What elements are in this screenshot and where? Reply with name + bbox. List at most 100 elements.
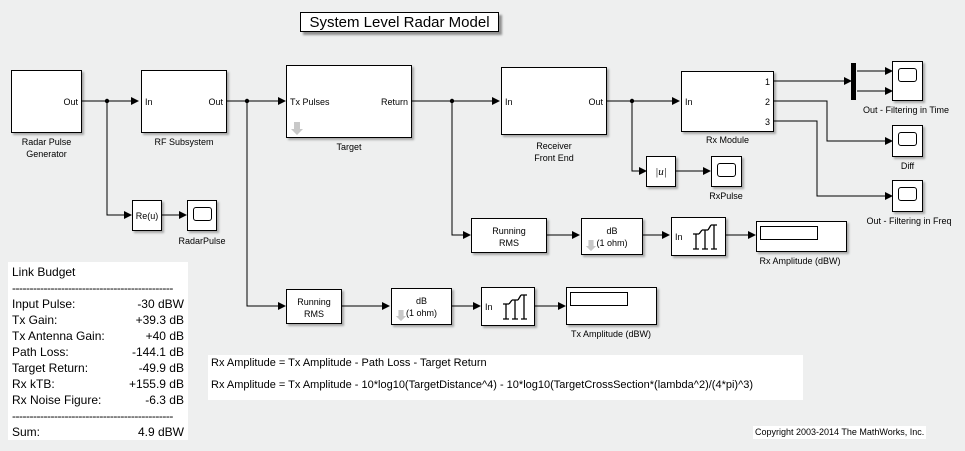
db-line-2: (1 ohm) <box>405 308 437 318</box>
rx-module-label: Rx Module <box>705 135 750 145</box>
scope-filtering-time[interactable] <box>892 61 923 101</box>
receiver-front-end-block[interactable]: In Out <box>501 67 607 135</box>
radar-pulse-generator-label: Radar Pulse Generator <box>11 136 82 160</box>
scope-diff[interactable] <box>892 125 923 157</box>
scope-screen-icon <box>898 132 917 146</box>
row-label: Input Pulse: <box>12 297 76 311</box>
branch-point <box>244 98 250 104</box>
scope-filtering-freq-label: Out - Filtering in Freq <box>866 216 952 226</box>
sum-value: 4.9 dBW <box>137 425 184 439</box>
target-block[interactable]: Tx Pulses Return <box>286 65 412 138</box>
sum-label: Sum: <box>12 425 41 439</box>
radar-pulse-scope-label: RadarPulse <box>178 236 226 246</box>
tx-amplitude-display[interactable] <box>566 287 657 325</box>
branch-point <box>629 98 635 104</box>
equation-line-2: Rx Amplitude = Tx Amplitude - 10*log10(T… <box>211 379 754 391</box>
in-port-label: In <box>685 97 693 107</box>
db-line-1: dB <box>606 226 618 236</box>
link-budget-row: Target Return:-49.9 dB <box>12 360 184 376</box>
diagram-title: System Level Radar Model <box>300 12 499 32</box>
scope-filtering-freq[interactable] <box>892 180 923 212</box>
row-value: -144.1 dB <box>131 345 184 359</box>
label-line-1: Receiver <box>536 141 572 151</box>
line-rx-out2-to-diff <box>774 100 893 145</box>
separator: ----------------------------------------… <box>12 281 173 295</box>
in-port-label: In <box>675 232 683 242</box>
line-receiver-to-abs <box>631 101 647 175</box>
tx-amplitude-display-label: Tx Amplitude (dBW) <box>570 329 652 339</box>
real-part-block[interactable]: Re(u) <box>132 200 162 231</box>
rx-pulse-scope[interactable] <box>711 156 742 187</box>
link-budget-row: Tx Antenna Gain: +40 dB <box>12 328 184 344</box>
scope-screen-icon <box>193 207 212 221</box>
line-target-to-rx-rms <box>451 101 471 239</box>
row-label: Tx Antenna Gain: <box>12 329 105 343</box>
link-budget-annotation: Link Budget ----------------------------… <box>8 262 188 440</box>
real-part-text: Re(u) <box>135 211 159 221</box>
db-line-2: (1 ohm) <box>596 238 628 248</box>
in-port-label: Tx Pulses <box>290 97 330 107</box>
rf-subsystem-block[interactable]: In Out <box>141 70 227 133</box>
row-value: +40 dB <box>145 329 184 343</box>
rx-running-rms-block[interactable]: Running RMS <box>471 218 547 253</box>
rx-module-block[interactable]: In 1 2 3 <box>681 71 774 132</box>
quantizer-icon <box>693 224 717 250</box>
equations-annotation: Rx Amplitude = Tx Amplitude - Path Loss … <box>208 355 803 400</box>
out-port-label: Out <box>208 97 223 107</box>
link-budget-sum-row: Sum: 4.9 dBW <box>12 424 184 440</box>
target-label: Target <box>336 142 362 152</box>
out-port-3-label: 3 <box>764 117 770 127</box>
radar-pulse-generator-block[interactable]: Out <box>11 70 82 133</box>
in-port-label: In <box>145 97 153 107</box>
rx-quantizer-block[interactable]: In <box>671 217 726 256</box>
out-port-label: Out <box>588 97 603 107</box>
tx-db-block[interactable]: dB (1 ohm) <box>391 288 452 325</box>
link-budget-row: Path Loss:-144.1 dB <box>12 344 184 360</box>
out-port-label: Out <box>63 97 78 107</box>
tx-quantizer-block[interactable]: In <box>481 287 535 326</box>
link-budget-row: Input Pulse:-30 dBW <box>12 296 184 312</box>
out-port-1-label: 1 <box>764 77 770 87</box>
equation-line-1: Rx Amplitude = Tx Amplitude - Path Loss … <box>211 357 487 369</box>
out-port-2-label: 2 <box>764 97 770 107</box>
rms-line-2: RMS <box>499 238 519 248</box>
scope-filtering-time-label: Out - Filtering in Time <box>862 105 950 115</box>
link-arrow-icon <box>585 240 597 252</box>
radar-pulse-scope[interactable] <box>187 200 217 231</box>
rms-line-1: Running <box>297 297 331 307</box>
display-value-field <box>570 292 628 306</box>
rx-amplitude-display[interactable] <box>756 221 847 252</box>
tx-running-rms-block[interactable]: Running RMS <box>286 289 342 324</box>
scope-diff-label: Diff <box>900 161 915 171</box>
in-port-label: In <box>505 97 513 107</box>
row-label: Tx Gain: <box>12 313 58 327</box>
row-label: Rx Noise Figure: <box>12 393 102 407</box>
display-value-field <box>760 226 818 240</box>
line-gen-to-reu <box>106 101 132 219</box>
quantizer-icon <box>503 294 527 320</box>
link-budget-heading: Link Budget <box>12 265 76 279</box>
branch-point <box>449 98 455 104</box>
separator: ----------------------------------------… <box>12 409 173 423</box>
row-label: Rx kTB: <box>12 377 55 391</box>
scope-screen-icon <box>898 187 917 201</box>
rx-pulse-scope-label: RxPulse <box>709 191 743 201</box>
label-line-2: Front End <box>534 153 574 163</box>
branch-point <box>104 98 110 104</box>
mux-block <box>851 63 856 100</box>
rx-db-block[interactable]: dB (1 ohm) <box>581 218 643 255</box>
line-rx-out3-to-freq <box>774 120 893 200</box>
rx-amplitude-display-label: Rx Amplitude (dBW) <box>759 256 841 266</box>
scope-screen-icon <box>898 68 917 82</box>
copyright-annotation: Copyright 2003-2014 The MathWorks, Inc. <box>753 426 927 439</box>
abs-block[interactable]: |u| <box>646 156 676 187</box>
row-value: +39.3 dB <box>135 313 184 327</box>
receiver-front-end-label: Receiver Front End <box>501 140 607 164</box>
row-value: +155.9 dB <box>128 377 184 391</box>
label-line-2: Generator <box>26 149 67 159</box>
row-value: -6.3 dB <box>145 393 184 407</box>
link-arrow-icon <box>395 310 407 322</box>
label-line-1: Radar Pulse <box>21 137 72 147</box>
rms-line-1: Running <box>492 226 526 236</box>
